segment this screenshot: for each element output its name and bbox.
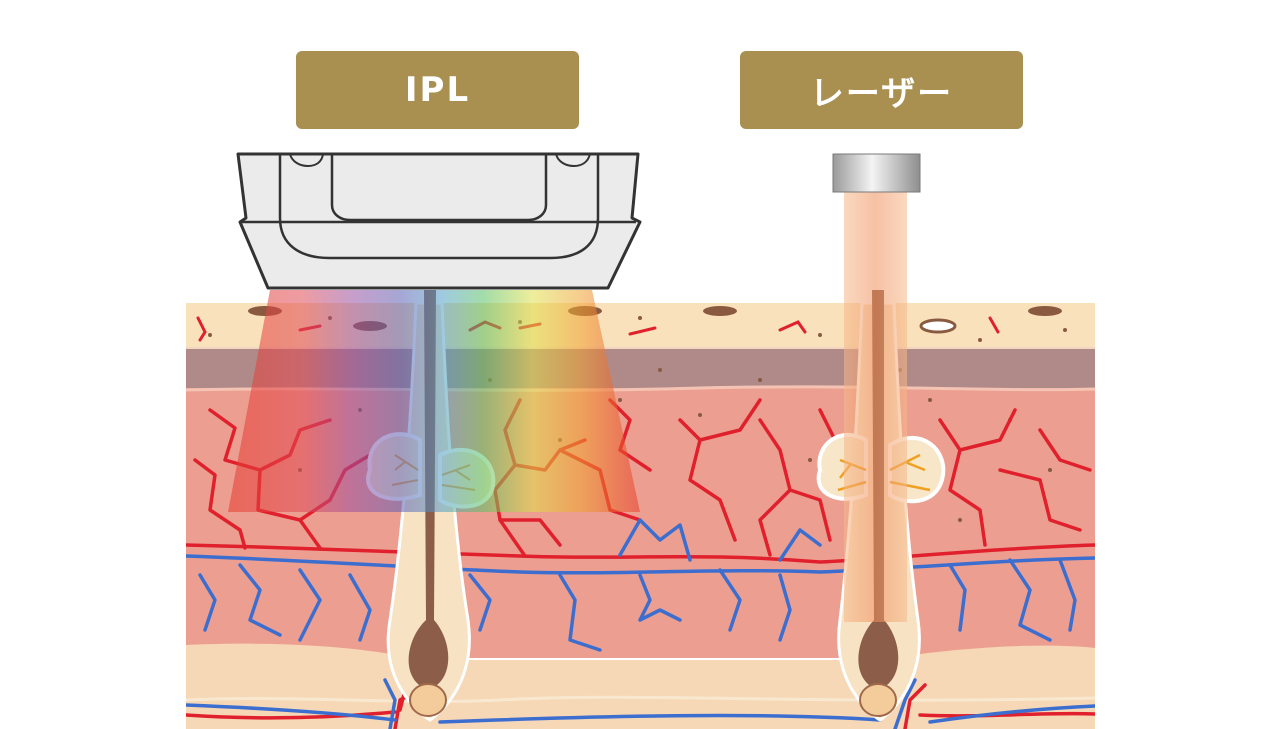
veins bbox=[186, 518, 1095, 729]
ipl-light-beam bbox=[228, 290, 640, 512]
ipl-label: IPL bbox=[296, 51, 579, 129]
laser-handpiece-icon bbox=[832, 153, 921, 193]
laser-label: レーザー bbox=[740, 51, 1023, 129]
ipl-handpiece-icon bbox=[236, 152, 642, 290]
laser-beam bbox=[844, 190, 907, 622]
